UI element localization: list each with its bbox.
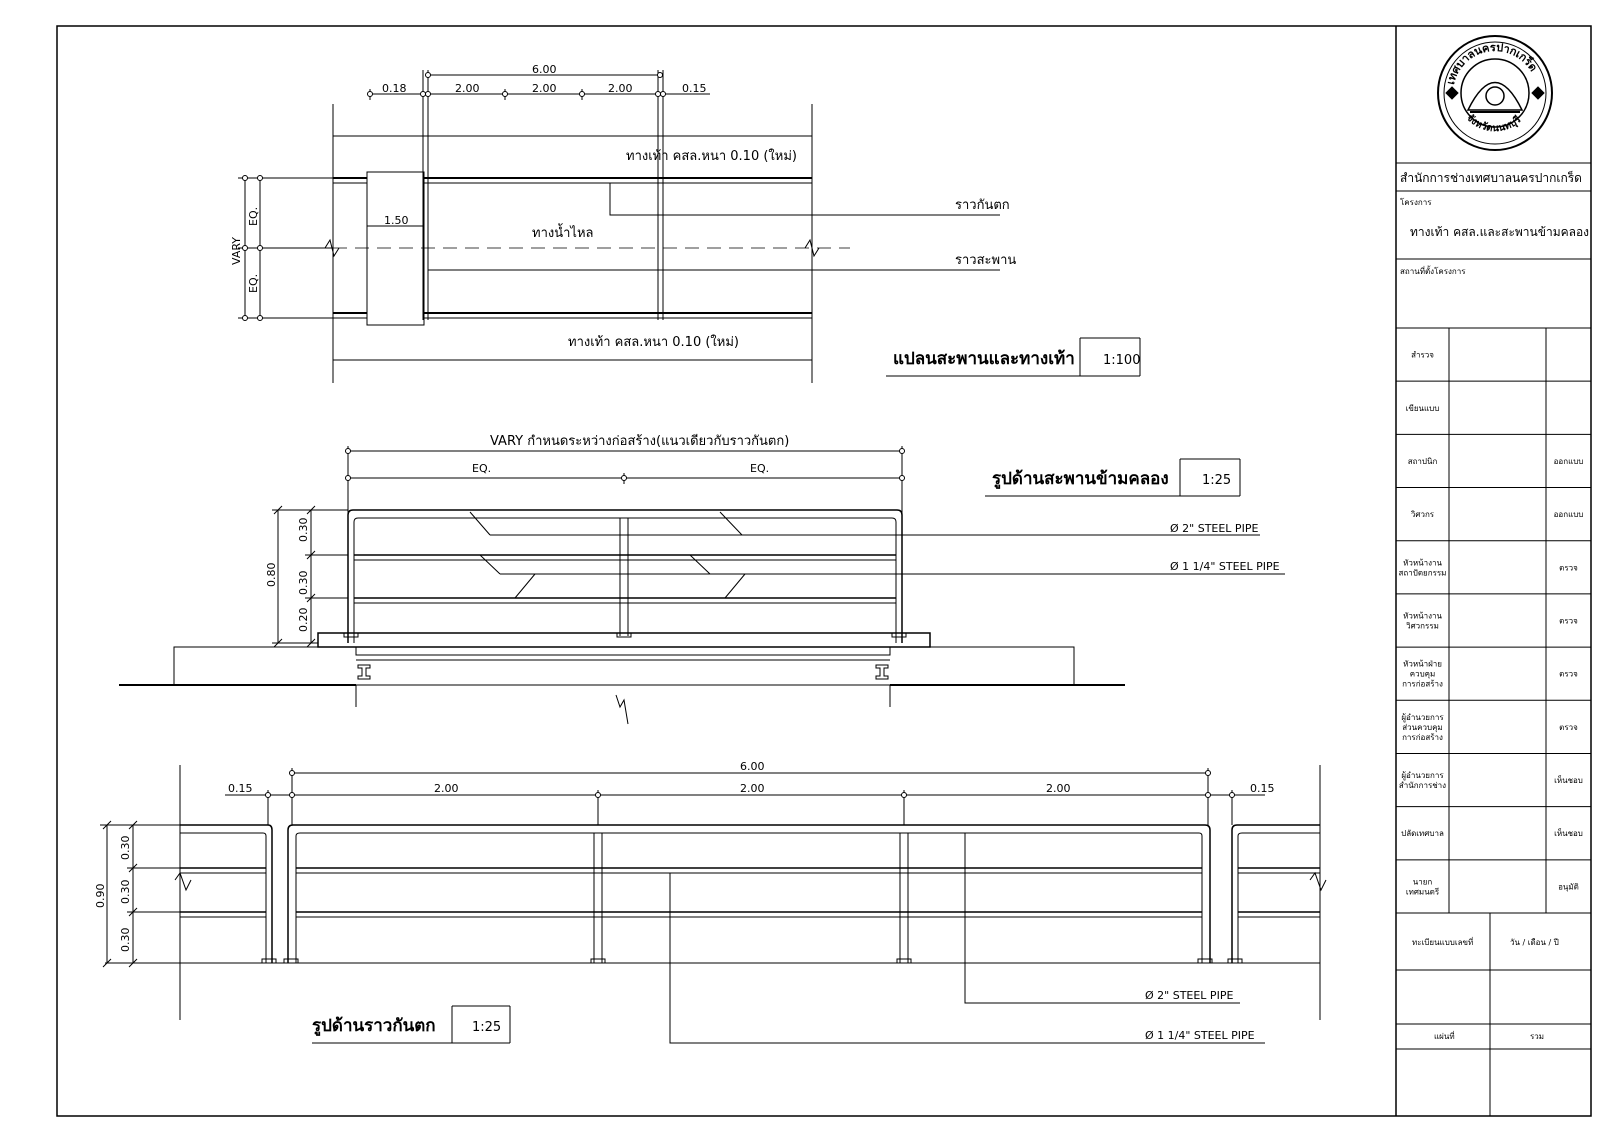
tb-row-action: ออกแบบ <box>1554 510 1584 519</box>
tb-sheet-label: แผ่นที่ <box>1434 1030 1455 1041</box>
guard-pipe1-label: Ø 2" STEEL PIPE <box>1145 989 1233 1002</box>
plan-title: แปลนสะพานและทางเท้า <box>893 349 1075 369</box>
plan-dim-018: 0.18 <box>382 82 407 95</box>
tb-row-action: เห็นชอบ <box>1554 828 1583 838</box>
tb-row-label: ผู้อำนวยการ <box>1401 771 1444 781</box>
plan-dim-vary: VARY <box>230 237 243 265</box>
plan-dim-eq1: EQ. <box>247 207 260 226</box>
bridge-pipe2-label: Ø 1 1/4" STEEL PIPE <box>1170 560 1280 573</box>
plan-dim-200a: 2.00 <box>455 82 480 95</box>
tb-row-label: ผู้อำนวยการ <box>1401 713 1444 723</box>
tb-date-label: วัน / เดือน / ปี <box>1510 938 1559 947</box>
tb-reg-label: ทะเบียนแบบเลขที่ <box>1412 936 1473 947</box>
tb-location-label: สถานที่ตั้งโครงการ <box>1400 265 1466 276</box>
tb-row-label: สถาปัตยกรรม <box>1399 568 1447 577</box>
bridge-eq1: EQ. <box>472 462 491 475</box>
bridge-elevation-view <box>119 446 1285 725</box>
guard-h-090: 0.90 <box>94 884 107 909</box>
bridge-dim-arrows <box>273 505 316 648</box>
bridge-h-030a: 0.30 <box>297 518 310 543</box>
plan-dim-eq2: EQ. <box>247 274 260 293</box>
plan-label-guard: ราวกันตก <box>955 198 1010 213</box>
plan-dim-200c: 2.00 <box>608 82 633 95</box>
plan-dim-total: 6.00 <box>532 63 557 76</box>
tb-row-label: สำนักการช่าง <box>1399 781 1446 790</box>
tb-row-action: เห็นชอบ <box>1554 775 1583 785</box>
tb-row-label: ส่วนควบคุม <box>1402 723 1442 732</box>
guard-dim-200b: 2.00 <box>740 782 765 795</box>
tb-row-label: เขียนแบบ <box>1406 404 1440 413</box>
municipal-seal-icon <box>1437 35 1553 151</box>
bridge-title: รูปด้านสะพานข้ามคลอง <box>992 469 1169 490</box>
tb-row-action: ตรวจ <box>1559 617 1578 626</box>
tb-row-label: การก่อสร้าง <box>1402 733 1443 742</box>
plan-dim-015: 0.15 <box>682 82 707 95</box>
tb-row-label: นายก <box>1413 877 1433 886</box>
plan-dim-200b: 2.00 <box>532 82 557 95</box>
guard-dim-total: 6.00 <box>740 760 765 773</box>
guard-h-030c: 0.30 <box>119 928 132 953</box>
tb-total-label: รวม <box>1530 1032 1544 1041</box>
guard-elevation-view <box>100 765 1327 1044</box>
tb-row-action: ออกแบบ <box>1554 457 1584 466</box>
bridge-h-080: 0.80 <box>265 563 278 588</box>
plan-view <box>238 70 1141 383</box>
tb-row-label: สถาปนิก <box>1408 457 1438 466</box>
plan-dim-150: 1.50 <box>384 214 409 227</box>
guard-dim-200a: 2.00 <box>434 782 459 795</box>
bridge-eq2: EQ. <box>750 462 769 475</box>
tb-row-label: ปลัดเทศบาล <box>1401 829 1444 838</box>
bridge-top-note: VARY กำหนดระหว่างก่อสร้าง(แนวเดียวกับราว… <box>490 433 789 449</box>
bridge-scale: 1:25 <box>1202 473 1231 488</box>
tb-row-action: ตรวจ <box>1559 723 1578 732</box>
plan-ticks <box>242 72 666 321</box>
tb-row-label: ควบคุม <box>1410 670 1436 679</box>
guard-dim-200c: 2.00 <box>1046 782 1071 795</box>
tb-row-label: หัวหน้างาน <box>1403 558 1442 567</box>
title-block-signature-rows: สำรวจเขียนแบบสถาปนิกออกแบบวิศวกรออกแบบหั… <box>1399 351 1584 897</box>
tb-project-label: โครงการ <box>1400 197 1432 207</box>
guard-ticks <box>265 770 1235 798</box>
guard-h-030a: 0.30 <box>119 836 132 861</box>
tb-office: สำนักการช่างเทศบาลนครปากเกร็ด <box>1400 170 1582 185</box>
plan-scale: 1:100 <box>1103 353 1140 368</box>
tb-row-label: สำรวจ <box>1411 351 1434 360</box>
bridge-pipe1-label: Ø 2" STEEL PIPE <box>1170 522 1258 535</box>
tb-row-action: ตรวจ <box>1559 670 1578 679</box>
plan-sidewalk-bottom: ทางเท้า คสล.หนา 0.10 (ใหม่) <box>568 334 739 350</box>
tb-row-label: วิศวกร <box>1410 510 1434 519</box>
tb-row-label: วิศวกรรม <box>1406 622 1439 631</box>
guard-scale: 1:25 <box>472 1020 501 1035</box>
plan-label-bridge-rail: ราวสะพาน <box>955 253 1016 268</box>
plan-waterway: ทางน้ำไหล <box>532 223 593 241</box>
bridge-h-020: 0.20 <box>297 608 310 633</box>
tb-row-label: การก่อสร้าง <box>1402 680 1443 689</box>
tb-project-name: ทางเท้า คสล.และสะพานข้ามคลอง <box>1410 225 1589 239</box>
sheet-border <box>56 25 1592 1117</box>
guard-dim-015a: 0.15 <box>228 782 253 795</box>
guard-dim-arrows <box>102 820 138 968</box>
seal-text-bottom: จังหวัดนนทบุรี <box>1464 112 1524 134</box>
title-block-row-lines <box>1396 380 1591 861</box>
tb-row-action: อนุมัติ <box>1558 882 1579 891</box>
bridge-ticks <box>345 448 905 481</box>
tb-row-label: เทศมนตรี <box>1406 887 1440 896</box>
guard-h-030b: 0.30 <box>119 880 132 905</box>
tb-row-action: ตรวจ <box>1559 563 1578 572</box>
guard-title: รูปด้านราวกันตก <box>312 1016 436 1037</box>
plan-sidewalk-top: ทางเท้า คสล.หนา 0.10 (ใหม่) <box>626 148 797 164</box>
tb-row-label: หัวหน้างาน <box>1403 612 1442 621</box>
title-block <box>1395 26 1591 1116</box>
tb-row-label: หัวหน้าฝ่าย <box>1403 660 1442 669</box>
bridge-h-030b: 0.30 <box>297 571 310 596</box>
guard-dim-015b: 0.15 <box>1250 782 1275 795</box>
guard-pipe2-label: Ø 1 1/4" STEEL PIPE <box>1145 1029 1255 1042</box>
